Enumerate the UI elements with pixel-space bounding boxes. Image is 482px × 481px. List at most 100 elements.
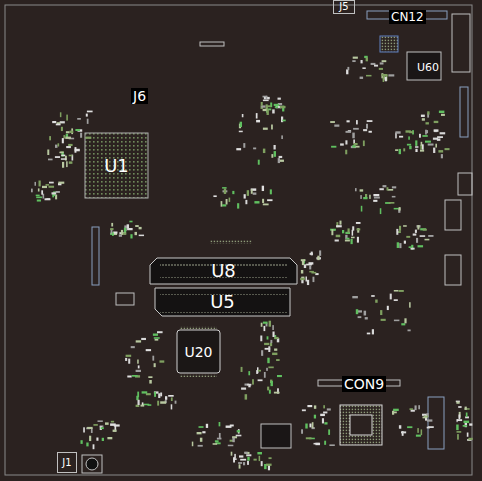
smd-part [434, 121, 439, 123]
smd-part [360, 77, 363, 79]
smd-part [372, 329, 374, 334]
smd-part [406, 130, 411, 132]
smd-part [307, 280, 309, 285]
smd-part [258, 379, 263, 381]
smd-part [403, 225, 407, 227]
smd-part [441, 114, 445, 116]
smd-part [380, 310, 382, 315]
smd-part [267, 199, 272, 201]
smd-part [352, 230, 354, 236]
smd-part [421, 115, 425, 117]
smd-part [282, 120, 285, 122]
smd-part [313, 277, 315, 282]
smd-part [415, 140, 417, 145]
smd-part [222, 187, 227, 189]
smd-part [281, 135, 283, 139]
smd-part [243, 143, 245, 148]
smd-part [127, 224, 129, 228]
smd-part [388, 74, 394, 76]
smd-part [364, 311, 366, 316]
smd-part [342, 230, 344, 233]
smd-part [47, 150, 49, 155]
smd-part [222, 204, 226, 206]
smd-part [408, 136, 410, 139]
smd-part [269, 457, 272, 459]
smd-part [323, 412, 327, 414]
smd-part [136, 370, 141, 372]
smd-part [274, 349, 277, 351]
smd-part [369, 131, 372, 133]
smd-part [245, 452, 249, 454]
smd-part [271, 154, 273, 158]
smd-part [110, 228, 113, 230]
smd-part [457, 434, 459, 440]
smd-part [274, 104, 279, 106]
smd-part [213, 195, 216, 197]
smd-part [75, 147, 77, 153]
smd-part [111, 223, 113, 227]
smd-part [113, 232, 117, 234]
smd-part [387, 187, 389, 190]
smd-part [39, 181, 41, 187]
smd-part [410, 408, 413, 410]
component-outline: U1 [85, 133, 148, 198]
smd-part [278, 158, 280, 163]
smd-part [371, 63, 376, 65]
smd-part [49, 182, 54, 184]
smd-part [197, 432, 202, 434]
smd-part [270, 343, 272, 346]
smd-part [135, 232, 137, 235]
smd-part [80, 133, 82, 138]
smd-part [69, 161, 73, 163]
smd-part [463, 425, 467, 427]
smd-part [385, 77, 387, 81]
smd-part [345, 140, 347, 144]
smd-part [52, 121, 56, 123]
smd-part [59, 152, 63, 154]
smd-part [387, 306, 389, 310]
smd-part [135, 225, 139, 227]
smd-part [433, 148, 435, 153]
smd-part [415, 230, 417, 233]
smd-part [264, 343, 269, 345]
smd-part [261, 102, 263, 105]
smd-part [248, 371, 250, 375]
smd-part [394, 208, 400, 210]
smd-part [469, 423, 472, 425]
smd-part [146, 349, 151, 351]
smd-part [244, 194, 246, 198]
smd-part [48, 159, 53, 161]
smd-part [399, 207, 401, 210]
smd-part [346, 131, 352, 133]
smd-part [394, 290, 399, 292]
smd-part [199, 426, 204, 428]
smd-part [357, 228, 361, 230]
smd-part [262, 186, 264, 191]
smd-part [243, 462, 245, 465]
smd-part [416, 435, 421, 437]
part-name: J1 [62, 458, 71, 468]
smd-part [301, 270, 303, 274]
smd-part [374, 197, 380, 199]
smd-part [253, 193, 257, 195]
smd-part [428, 426, 434, 428]
smd-part [87, 119, 89, 124]
smd-part [232, 438, 234, 442]
smd-part [127, 376, 131, 378]
smd-part [219, 422, 221, 426]
smd-part [356, 120, 358, 124]
smd-part [352, 133, 354, 139]
smd-part [323, 405, 325, 408]
smd-part [236, 148, 241, 150]
smd-part [310, 424, 312, 428]
dimm-slot [155, 288, 290, 316]
smd-part [421, 429, 423, 435]
smd-part [268, 367, 273, 369]
smd-part [270, 189, 272, 194]
smd-part [158, 393, 160, 398]
smd-part [409, 146, 411, 149]
smd-part [138, 365, 140, 368]
smd-part [369, 195, 371, 199]
smd-part [281, 117, 283, 123]
smd-part [154, 337, 160, 339]
